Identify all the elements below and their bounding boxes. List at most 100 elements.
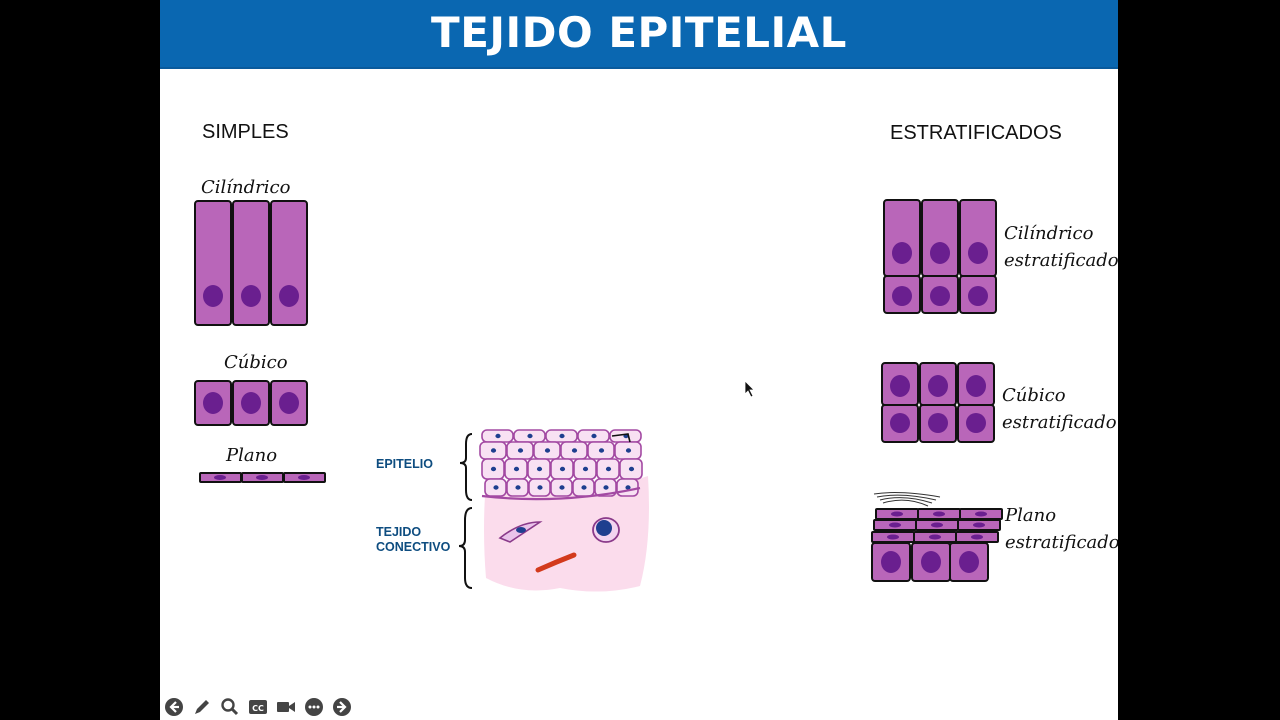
cell-nucleus [921,551,941,573]
tissue-nucleus [628,466,635,472]
cell-nucleus [959,551,979,573]
stratified-cuboidal-diagram [881,362,995,443]
slide: TEJIDO EPITELIAL SIMPLES ESTRATIFICADOS … [160,0,1118,720]
pen-icon[interactable] [191,696,213,718]
macrophage-nucleus [596,520,612,536]
tissue-nucleus [537,485,543,490]
cilindrico-estratificado-line2: estratificado [1004,250,1118,271]
flaking-cell-line [882,499,929,507]
cubico-label: Cúbico [224,352,288,373]
cell-nucleus [891,511,903,517]
tissue-nucleus [559,433,565,439]
cell-nucleus [890,375,910,397]
tissue-nucleus [515,485,521,490]
simple-columnar-diagram [194,200,308,326]
cursor-arrow [744,380,755,398]
epithelium-drawings [194,199,1003,592]
cubico-estratificado-line2: estratificado [1002,412,1117,433]
cell-nucleus [241,392,261,414]
cell-nucleus [892,242,912,264]
mouse-cursor [744,380,755,398]
tejido-conectivo-brace [458,507,473,589]
tissue-nucleus [493,485,499,490]
flaking-cell-line [873,492,941,498]
cell-nucleus [966,413,986,433]
tissue-nucleus [625,485,631,490]
figure-braces [458,433,473,589]
cell-nucleus [881,551,901,573]
epithelium-connective-diagram [479,429,649,592]
tissue-nucleus [603,485,609,490]
tissue-nucleus [582,466,589,472]
video-camera-icon[interactable] [275,696,297,718]
tissue-nucleus [527,433,533,439]
epitelio-label: EPITELIO [376,457,433,471]
tissue-nucleus [598,448,605,453]
cell-nucleus [971,534,983,540]
cell-nucleus [968,286,988,306]
tissue-nucleus [581,485,587,490]
epithelial-cell [883,199,921,277]
cell-nucleus [214,475,226,480]
tissue-nucleus [490,466,497,472]
simple-squamous-diagram [199,472,326,483]
cell-nucleus [203,285,223,307]
more-icon[interactable] [303,696,325,718]
stratified-columnar-diagram [883,199,997,314]
tissue-nucleus [495,433,501,439]
cell-nucleus [890,413,910,433]
cubico-estratificado-label: Cúbico estratificado [1002,382,1117,436]
captions-icon[interactable]: CC [247,696,269,718]
cell-nucleus [887,534,899,540]
presentation-toolbar: CC [163,696,353,718]
tissue-nucleus [605,466,612,472]
cell-nucleus [256,475,268,480]
tejido-conectivo-label: TEJIDO CONECTIVO [376,525,450,555]
cell-nucleus [241,285,261,307]
cell-nucleus [889,522,901,528]
title-bar: TEJIDO EPITELIAL [160,0,1118,69]
magnifier-icon[interactable] [219,696,241,718]
plano-estratificado-line2: estratificado [1005,532,1118,553]
fibroblast-nucleus [516,527,526,533]
stratified-squamous-diagram [871,492,1003,582]
tissue-nucleus [544,448,551,453]
slide-title: TEJIDO EPITELIAL [431,8,847,57]
cubico-estratificado-line1: Cúbico [1002,385,1066,406]
tissue-nucleus [559,485,565,490]
plano-estratificado-label: Plano estratificado [1005,502,1118,556]
epitelio-brace [459,433,473,501]
tissue-nucleus [625,448,632,453]
cell-nucleus [968,242,988,264]
tissue-nucleus [536,466,543,472]
cell-nucleus [892,286,912,306]
cell-nucleus [203,392,223,414]
cell-nucleus [279,285,299,307]
cell-nucleus [975,511,987,517]
flaking-cell-line [879,497,933,504]
epithelial-cell [959,199,997,277]
cilindrico-label: Cilíndrico [201,177,291,198]
arrow-left-icon[interactable] [163,696,185,718]
tejido-conectivo-line1: TEJIDO [376,525,422,539]
tissue-nucleus [559,466,566,472]
tissue-nucleus [517,448,524,453]
tissue-nucleus [513,466,520,472]
blood-vessel [535,552,577,573]
cell-nucleus [931,522,943,528]
arrow-right-icon[interactable] [331,696,353,718]
cell-nucleus [930,242,950,264]
cell-nucleus [928,413,948,433]
connective-tissue-area [484,476,649,592]
tissue-nucleus [591,433,597,439]
cell-nucleus [933,511,945,517]
simples-heading: SIMPLES [202,121,289,143]
cilindrico-estratificado-label: Cilíndrico estratificado [1004,220,1118,274]
cell-nucleus [928,375,948,397]
plano-label: Plano [226,445,278,466]
cell-nucleus [973,522,985,528]
tissue-nucleus [490,448,497,453]
epithelial-cell [921,199,959,277]
plano-estratificado-line1: Plano [1005,505,1057,526]
basement-membrane [481,486,641,501]
